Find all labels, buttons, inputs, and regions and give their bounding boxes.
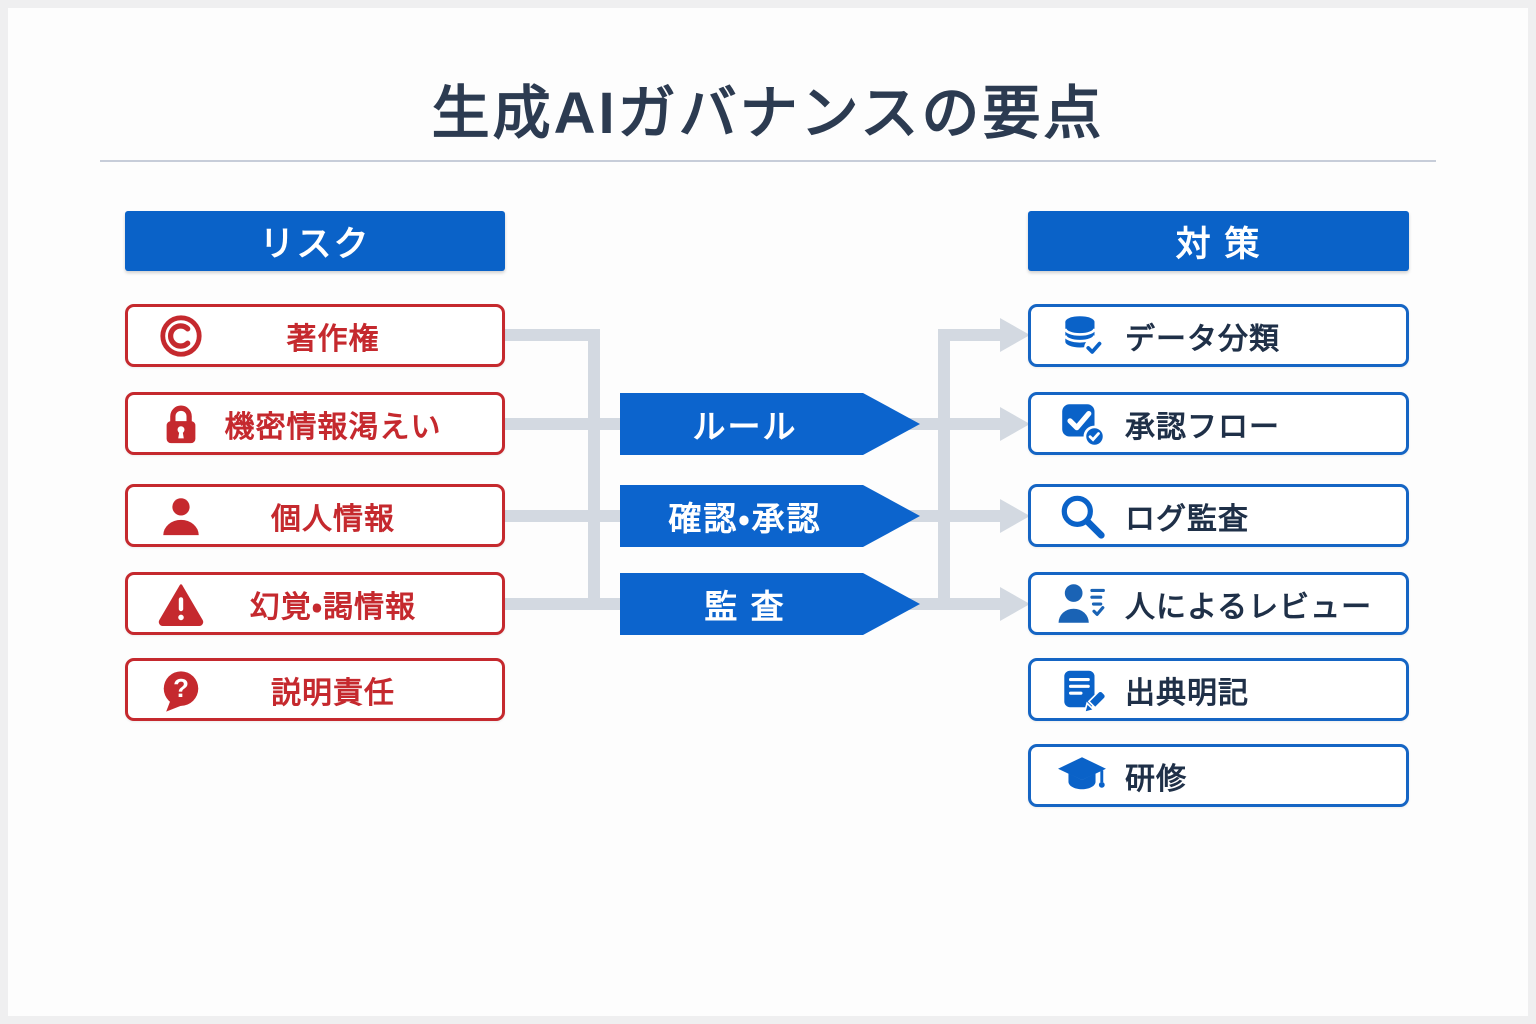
person-icon [158,493,204,539]
measure-item-label: 承認フロー [1125,410,1280,444]
process-arrow-audit: 監 査 [620,573,920,635]
risk-item: 個人情報 [125,484,505,547]
risk-item-label: 著作権 [286,322,380,356]
connector-bus-left [588,329,600,610]
measure-item-label: 出典明記 [1125,676,1249,710]
connector-line [503,418,620,430]
process-arrow-label: 確認・承認 [668,500,822,537]
arrowhead-icon [1000,587,1030,621]
connector-line [503,598,620,610]
graduation-cap-icon [1057,751,1107,801]
document-pen-icon [1057,665,1107,715]
measure-item: ログ監査 [1028,484,1409,547]
connector-line [905,510,1002,522]
risk-item-label: 機密情報渇えい [224,410,442,444]
connector-line [503,510,620,522]
measure-item: 出典明記 [1028,658,1409,721]
risk-item-label: 説明責任 [271,676,395,710]
risk-item: 機密情報渇えい [125,392,505,455]
arrowhead-icon [1000,499,1030,533]
risk-item-label: 幻覚・謁情報 [249,590,417,624]
measures-column-header: 対 策 [1028,211,1409,271]
process-arrow-approval: 確認・承認 [620,485,920,547]
database-check-icon [1057,311,1107,361]
risk-item: ? 説明責任 [125,658,505,721]
warning-icon [158,581,204,627]
risk-item: 幻覚・謁情報 [125,572,505,635]
measure-item: 研修 [1028,744,1409,807]
risk-item-label: 個人情報 [271,502,395,536]
measure-item: 承認フロー [1028,392,1409,455]
connector-line [905,598,1002,610]
arrowhead-icon [1000,318,1030,352]
measure-item-label: 人によるレビュー [1125,590,1373,624]
search-icon [1057,491,1107,541]
lock-icon [158,401,204,447]
measure-item-label: 研修 [1125,762,1187,796]
title-divider [100,160,1436,162]
measure-item-label: データ分類 [1125,322,1280,356]
svg-text:?: ? [173,675,189,703]
measure-item: データ分類 [1028,304,1409,367]
question-bubble-icon: ? [158,667,204,713]
measure-item: 人によるレビュー [1028,572,1409,635]
process-arrow-label: ルール [692,408,798,445]
arrowhead-icon [1000,407,1030,441]
person-review-icon [1057,579,1107,629]
page-title: 生成AIガバナンスの要点 [431,81,1105,146]
measure-item-label: ログ監査 [1125,502,1249,536]
risk-column-header: リスク [125,211,505,271]
connector-line [503,329,600,341]
copyright-icon [158,313,204,359]
connector-line [905,418,1002,430]
connector-line [938,329,1002,341]
connector-bus-right [938,329,950,610]
process-arrow-rules: ルール [620,393,920,455]
checkbox-check-icon [1057,399,1107,449]
risk-item: 著作権 [125,304,505,367]
process-arrow-label: 監 査 [704,588,786,625]
